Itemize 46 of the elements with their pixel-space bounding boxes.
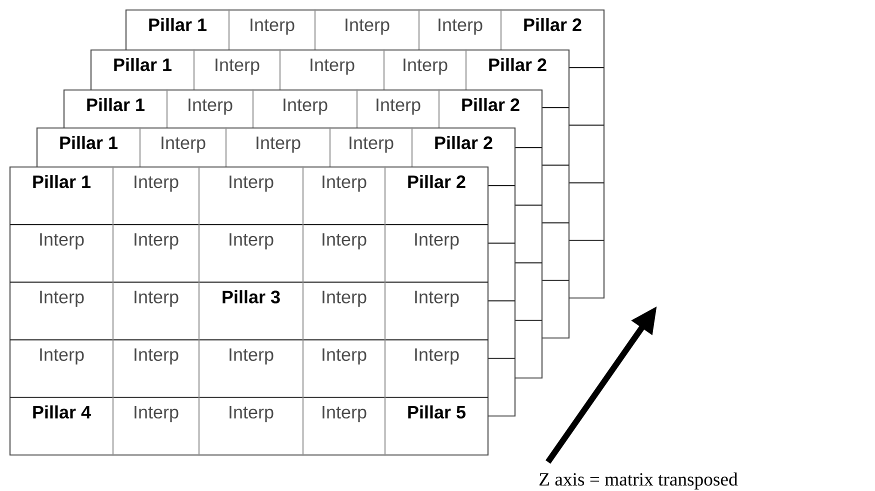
cell-text: Interp (310, 58, 354, 75)
cell-text: Interp (134, 176, 178, 192)
cell-text: Pillar 2 (524, 18, 582, 32)
cell-text: Pillar 1 (33, 174, 91, 188)
cell-text: Interp (230, 176, 274, 192)
axis-caption: Z axis = matrix transposed (540, 472, 738, 490)
cell-text: Interp (322, 233, 366, 250)
cell-text: Pillar 1 (114, 58, 172, 72)
cell-text: Pillar 1 (87, 98, 145, 112)
cell-text: Interp (322, 406, 366, 422)
cell-text: Pillar 2 (435, 136, 492, 150)
cell-text: Pillar 3 (222, 290, 280, 304)
cell-text: Interp (322, 290, 366, 307)
cell-text: Pillar 2 (408, 174, 466, 188)
cell-text: Interp (134, 406, 178, 422)
cell-text: Pillar 4 (33, 405, 91, 419)
cell-text: Interp (376, 98, 420, 115)
cell-text: Interp (284, 98, 328, 115)
cell-text: Pillar 2 (462, 98, 520, 112)
cell-text: Interp (134, 348, 178, 365)
cell-text: Interp (250, 18, 294, 35)
cell-text: Interp (350, 136, 394, 153)
cell-text: Interp (134, 290, 178, 307)
cell-text: Interp (322, 348, 366, 365)
cell-text: Interp (415, 290, 459, 307)
cell-text: Interp (256, 136, 300, 153)
cell-text: Interp (404, 58, 448, 75)
cell-text: Interp (162, 136, 206, 153)
cell-text: Interp (40, 233, 84, 250)
cell-text: Pillar 1 (149, 18, 207, 32)
cell-text: Pillar 2 (489, 58, 546, 72)
cell-text: Interp (40, 290, 84, 307)
cell-text: Interp (415, 233, 459, 250)
cell-text: Interp (322, 176, 366, 192)
cell-text: Interp (230, 233, 274, 250)
cell-text: Interp (346, 18, 390, 35)
cell-text: Interp (188, 98, 232, 115)
cell-text: Pillar 1 (60, 136, 118, 150)
cell-text: Interp (438, 18, 482, 35)
cell-text: Interp (230, 406, 274, 422)
cell-text: Interp (415, 348, 459, 365)
cell-text: Interp (40, 348, 84, 365)
cell-text: Interp (216, 58, 260, 75)
cell-text: Interp (230, 348, 274, 365)
cell-text: Pillar 5 (408, 405, 466, 419)
cell-text: Interp (134, 233, 178, 250)
